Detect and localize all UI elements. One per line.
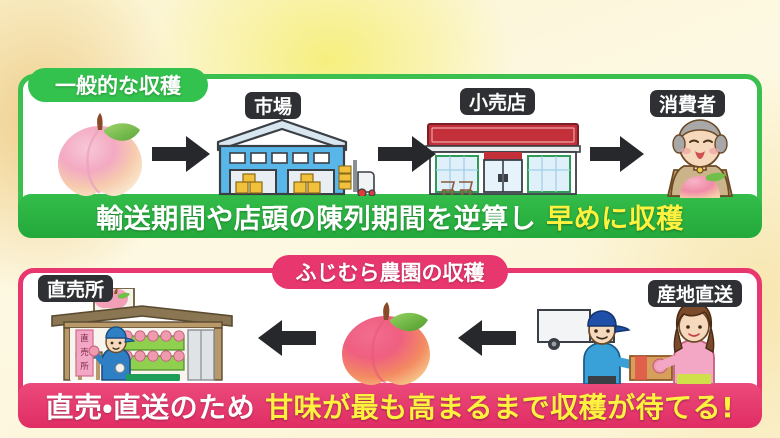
consumer-tag: 消費者	[650, 90, 726, 117]
peach-icon	[46, 106, 154, 198]
general-harvest-caption-highlight: 早めに収穫	[546, 203, 684, 235]
farm-stand-tag: 直売所	[38, 275, 114, 302]
fujimura-harvest-caption-highlight: 甘味が最も高まるまで収穫が待てる!	[265, 390, 735, 424]
fujimura-harvest-title-text: ふじむら農園の収穫	[295, 261, 485, 285]
delivery-icon	[534, 294, 748, 385]
consumer-tag-text: 消費者	[659, 94, 717, 116]
farm-stand-icon: 直 売 所	[42, 287, 240, 382]
general-harvest-title-pill: 一般的な収穫	[28, 68, 208, 102]
svg-text:直: 直	[80, 333, 89, 344]
fujimura-harvest-caption-main: 直売・直送のため	[45, 390, 256, 424]
farm-stand-tag-text: 直売所	[47, 279, 105, 301]
direct-shipping-tag: 産地直送	[648, 280, 743, 307]
fujimura-harvest-caption: 直売・直送のため 甘味が最も高まるまで収穫が待てる!	[18, 383, 762, 428]
arrow-right-icon	[590, 136, 644, 172]
supermarket-icon	[424, 120, 582, 196]
arrow-right-icon	[152, 136, 210, 172]
arrow-left-icon	[458, 320, 516, 356]
general-harvest-title-text: 一般的な収穫	[55, 74, 181, 98]
fujimura-harvest-title-pill: ふじむら農園の収穫	[272, 255, 508, 289]
svg-text:売: 売	[80, 347, 89, 358]
market-tag: 市場	[245, 92, 302, 119]
arrow-right-icon	[378, 136, 436, 172]
ripe-peach-icon	[330, 298, 442, 386]
market-tag-text: 市場	[254, 96, 293, 118]
retail-store-tag-text: 小売店	[469, 92, 527, 114]
direct-shipping-tag-text: 産地直送	[657, 284, 734, 306]
general-harvest-caption: 輸送期間や店頭の陳列期間を逆算し 早めに収穫	[18, 194, 762, 238]
retail-store-tag: 小売店	[460, 88, 536, 115]
svg-text:所: 所	[80, 362, 89, 372]
arrow-left-icon	[258, 320, 316, 356]
warehouse-icon	[206, 116, 378, 198]
general-harvest-caption-main: 輸送期間や店頭の陳列期間を逆算し	[96, 203, 537, 235]
elderly-woman-icon	[654, 118, 746, 198]
